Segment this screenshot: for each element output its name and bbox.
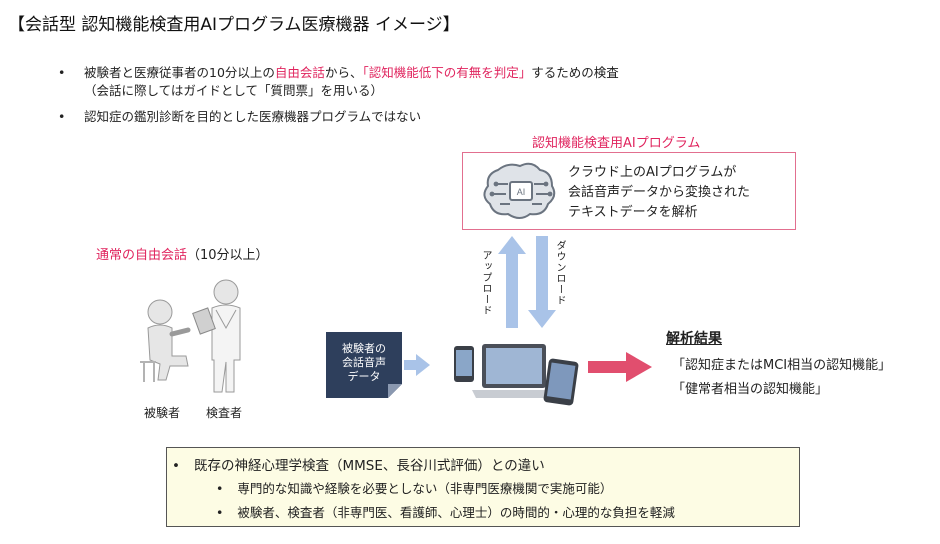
voice-data-line: 会話音声 — [342, 356, 386, 369]
free-conversation-label: 通常の自由会話（10分以上） — [96, 244, 269, 263]
voice-data-line: 被験者の — [342, 342, 386, 355]
free-conversation-highlight: 通常の自由会話 — [96, 248, 188, 263]
bullet-text: 認知症の鑑別診断を目的とした医療機器プログラムではない — [84, 109, 422, 124]
result-item-healthy: 「健常者相当の認知機能」 — [672, 382, 829, 397]
tablet-icon — [543, 358, 579, 406]
smartphone-icon — [454, 346, 474, 382]
upload-label: アップロード — [480, 250, 491, 316]
bullet-note-text: （会話に際してはガイドとして「質問票」を用いる） — [84, 83, 384, 98]
bullet-purpose-note: （会話に際してはガイドとして「質問票」を用いる） — [58, 82, 619, 100]
subject-label: 被験者 — [144, 406, 181, 420]
result-title: 解析結果 — [666, 331, 722, 347]
intro-bullets: • 被験者と医療従事者の10分以上の自由会話から、「認知機能低下の有無を判定」す… — [58, 64, 619, 126]
download-label: ダウンロード — [554, 240, 565, 306]
bullet-text: 被験者と医療従事者の10分以上の — [84, 65, 275, 80]
result-item-mci: 「認知症またはMCI相当の認知機能」 — [672, 358, 892, 373]
bullet-dot: • — [216, 481, 224, 496]
conversation-people-icon — [140, 279, 241, 393]
result-arrow — [588, 352, 652, 382]
ai-description: クラウド上のAIプログラムが 会話音声データから変換された テキストデータを解析 — [568, 163, 750, 223]
comparison-item-burden: • 被験者、検査者（非専門医、看護師、心理士）の時間的・心理的な負担を軽減 — [216, 502, 675, 521]
upload-arrow — [498, 236, 526, 328]
laptop-icon — [472, 344, 556, 398]
bullet-not-diagnosis: • 認知症の鑑別診断を目的とした医療機器プログラムではない — [58, 108, 619, 126]
bullet-dot: • — [216, 505, 224, 520]
comparison-item-expertise: • 専門的な知識や経験を必要としない（非専門医療機関で実施可能） — [216, 478, 612, 497]
free-conversation-duration: （10分以上） — [187, 248, 269, 263]
ai-description-line: クラウド上のAIプログラムが — [568, 165, 737, 180]
comparison-item-text: 被験者、検査者（非専門医、看護師、心理士）の時間的・心理的な負担を軽減 — [237, 505, 675, 520]
examiner-label: 検査者 — [206, 406, 243, 420]
bullet-purpose: • 被験者と医療従事者の10分以上の自由会話から、「認知機能低下の有無を判定」す… — [58, 64, 619, 82]
sync-arrows — [498, 236, 556, 328]
voice-data-line: データ — [347, 370, 381, 383]
bullet-dot: • — [172, 458, 180, 474]
to-device-arrow — [404, 354, 430, 376]
subject-figure-icon — [140, 299, 191, 382]
comparison-heading: • 既存の神経心理学検査（MMSE、長谷川式評価）との違い — [172, 454, 545, 474]
bullet-text: から、 — [324, 65, 363, 80]
ai-chip-text: AI — [517, 187, 526, 197]
voice-data-document-icon — [326, 332, 402, 398]
bullet-dot: • — [58, 109, 66, 124]
voice-data-label: 被験者の 会話音声 データ — [332, 342, 396, 384]
ai-program-label: 認知機能検査用AIプログラム — [532, 136, 701, 151]
bullet-highlight-judgment: 「認知機能低下の有無を判定」 — [362, 65, 532, 80]
comparison-note-box — [166, 447, 800, 527]
examiner-figure-icon — [192, 279, 241, 393]
page-title: 【会話型 認知機能検査用AIプログラム医療機器 イメージ】 — [8, 15, 460, 35]
comparison-heading-text: 既存の神経心理学検査（MMSE、長谷川式評価）との違い — [193, 458, 545, 474]
ai-brain-icon: AI — [483, 162, 556, 219]
ai-description-line: テキストデータを解析 — [568, 205, 698, 220]
ai-description-line: 会話音声データから変換された — [568, 185, 751, 200]
bullet-dot: • — [58, 65, 66, 80]
bullet-text: するための検査 — [531, 65, 619, 80]
comparison-item-text: 専門的な知識や経験を必要としない（非専門医療機関で実施可能） — [237, 481, 613, 496]
devices-icon — [454, 344, 579, 406]
download-arrow — [528, 236, 556, 328]
bullet-highlight-free-conversation: 自由会話 — [274, 65, 325, 80]
